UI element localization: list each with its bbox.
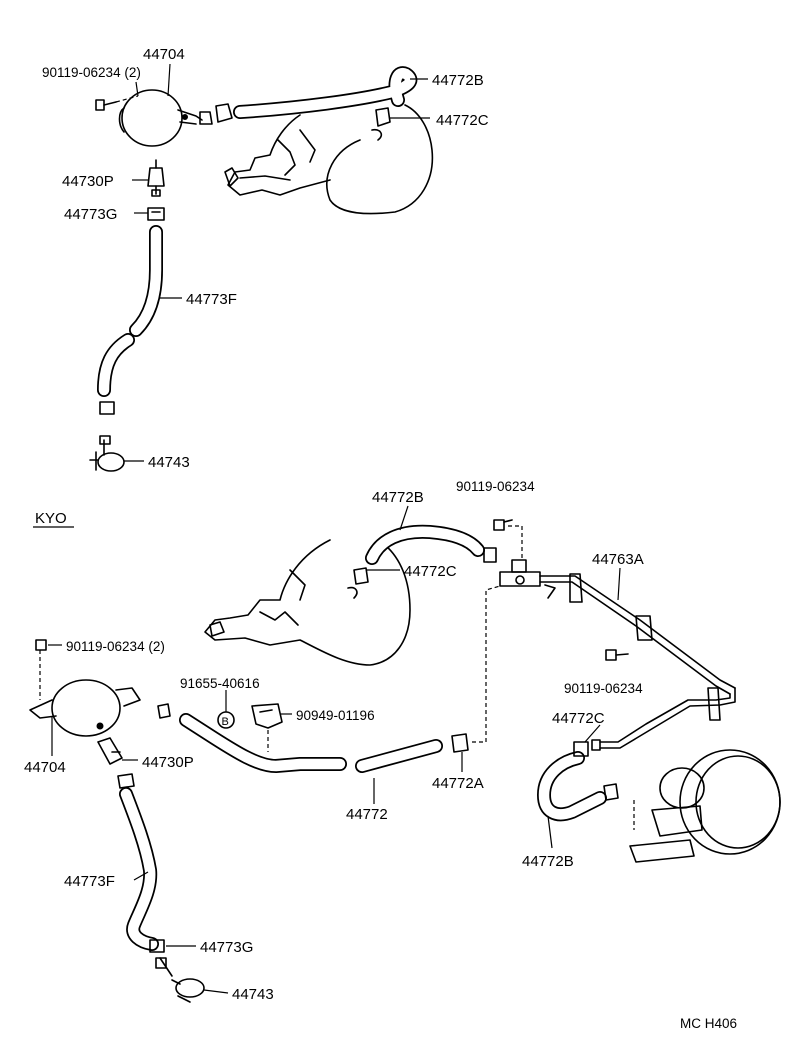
svg-text:B: B <box>222 716 229 728</box>
brake-booster-outline-bottom <box>204 539 411 666</box>
clamp-top-left <box>215 103 233 123</box>
clamp-44773G-bottom <box>149 939 165 953</box>
clamp-44772A <box>451 733 469 753</box>
hose-44773F-top <box>97 225 163 397</box>
leader-lines-bottom <box>48 505 621 994</box>
label-bolt-mid: 90119-06234 <box>564 681 643 696</box>
clamp-44773G-top <box>147 207 165 221</box>
vacuum-pipe-44763A <box>539 573 736 751</box>
label-44772C-bottom: 44772C <box>404 563 457 580</box>
label-44763A: 44763A <box>592 551 644 568</box>
clamp-right-lower <box>603 783 619 801</box>
check-valve-top <box>147 159 165 197</box>
label-44743-bottom: 44743 <box>232 986 274 1003</box>
footer-code: MC H406 <box>680 1016 737 1031</box>
hose-44772B-top <box>233 66 418 119</box>
clamp-91655 <box>157 703 171 719</box>
brake-booster-right <box>629 749 781 863</box>
label-44772: 44772 <box>346 806 388 823</box>
section-label-kyo: KYO <box>35 510 67 527</box>
label-44730P-top: 44730P <box>62 173 114 190</box>
bolt-mid-right <box>605 649 629 661</box>
clamp-top-lower <box>99 401 115 415</box>
bolt-top <box>95 95 139 111</box>
clamp-44772C-bottom <box>347 567 369 599</box>
dashed-connector <box>472 585 501 743</box>
clamp-44772C-top <box>371 107 391 141</box>
label-90949: 90949-01196 <box>296 708 375 723</box>
bolt-right <box>493 519 523 560</box>
label-44772B-top: 44772B <box>432 72 484 89</box>
label-bolt-top: 90119-06234 (2) <box>42 65 141 80</box>
label-44773G-bottom: 44773G <box>200 939 253 956</box>
hose-44772B-right <box>537 751 607 822</box>
label-91655: 91655-40616 <box>180 676 260 691</box>
label-44773G-top: 44773G <box>64 206 117 223</box>
hose-44772B-bottom <box>365 524 485 565</box>
label-bolt-left: 90119-06234 (2) <box>66 639 165 654</box>
clamp-44772C-right <box>573 741 589 757</box>
label-44730P-bottom: 44730P <box>142 754 194 771</box>
label-44772B-right: 44772B <box>522 853 574 870</box>
label-44772C-right: 44772C <box>552 710 605 727</box>
label-44773F-bottom: 44773F <box>64 873 115 890</box>
clamp-bottom-upper <box>117 773 135 789</box>
label-44773F-top: 44773F <box>186 291 237 308</box>
hose-44772 <box>179 713 443 773</box>
label-44704-top: 44704 <box>143 46 185 63</box>
clip-90949 <box>251 703 283 752</box>
label-bolt-right: 90119-06234 <box>456 479 535 494</box>
vacuum-tank-top <box>118 89 213 147</box>
label-44704-bottom: 44704 <box>24 759 66 776</box>
tee-valve <box>499 559 541 587</box>
fitting-44743-top <box>89 435 125 472</box>
marker-b: B <box>217 711 235 729</box>
brake-booster-outline-top <box>224 104 434 215</box>
fitting-44743-bottom <box>155 957 205 1003</box>
hose-44773F-bottom <box>119 787 159 951</box>
label-44772C-top: 44772C <box>436 112 489 129</box>
label-44743-top: 44743 <box>148 454 190 471</box>
clamp-bottom-right-of-hose <box>483 547 497 563</box>
bolt-left-bottom <box>35 639 47 700</box>
check-valve-bottom <box>97 737 123 765</box>
vacuum-tank-bottom <box>29 679 141 737</box>
leader-lines-top <box>124 63 430 462</box>
label-44772A: 44772A <box>432 775 484 792</box>
label-44772B-bottom: 44772B <box>372 489 424 506</box>
